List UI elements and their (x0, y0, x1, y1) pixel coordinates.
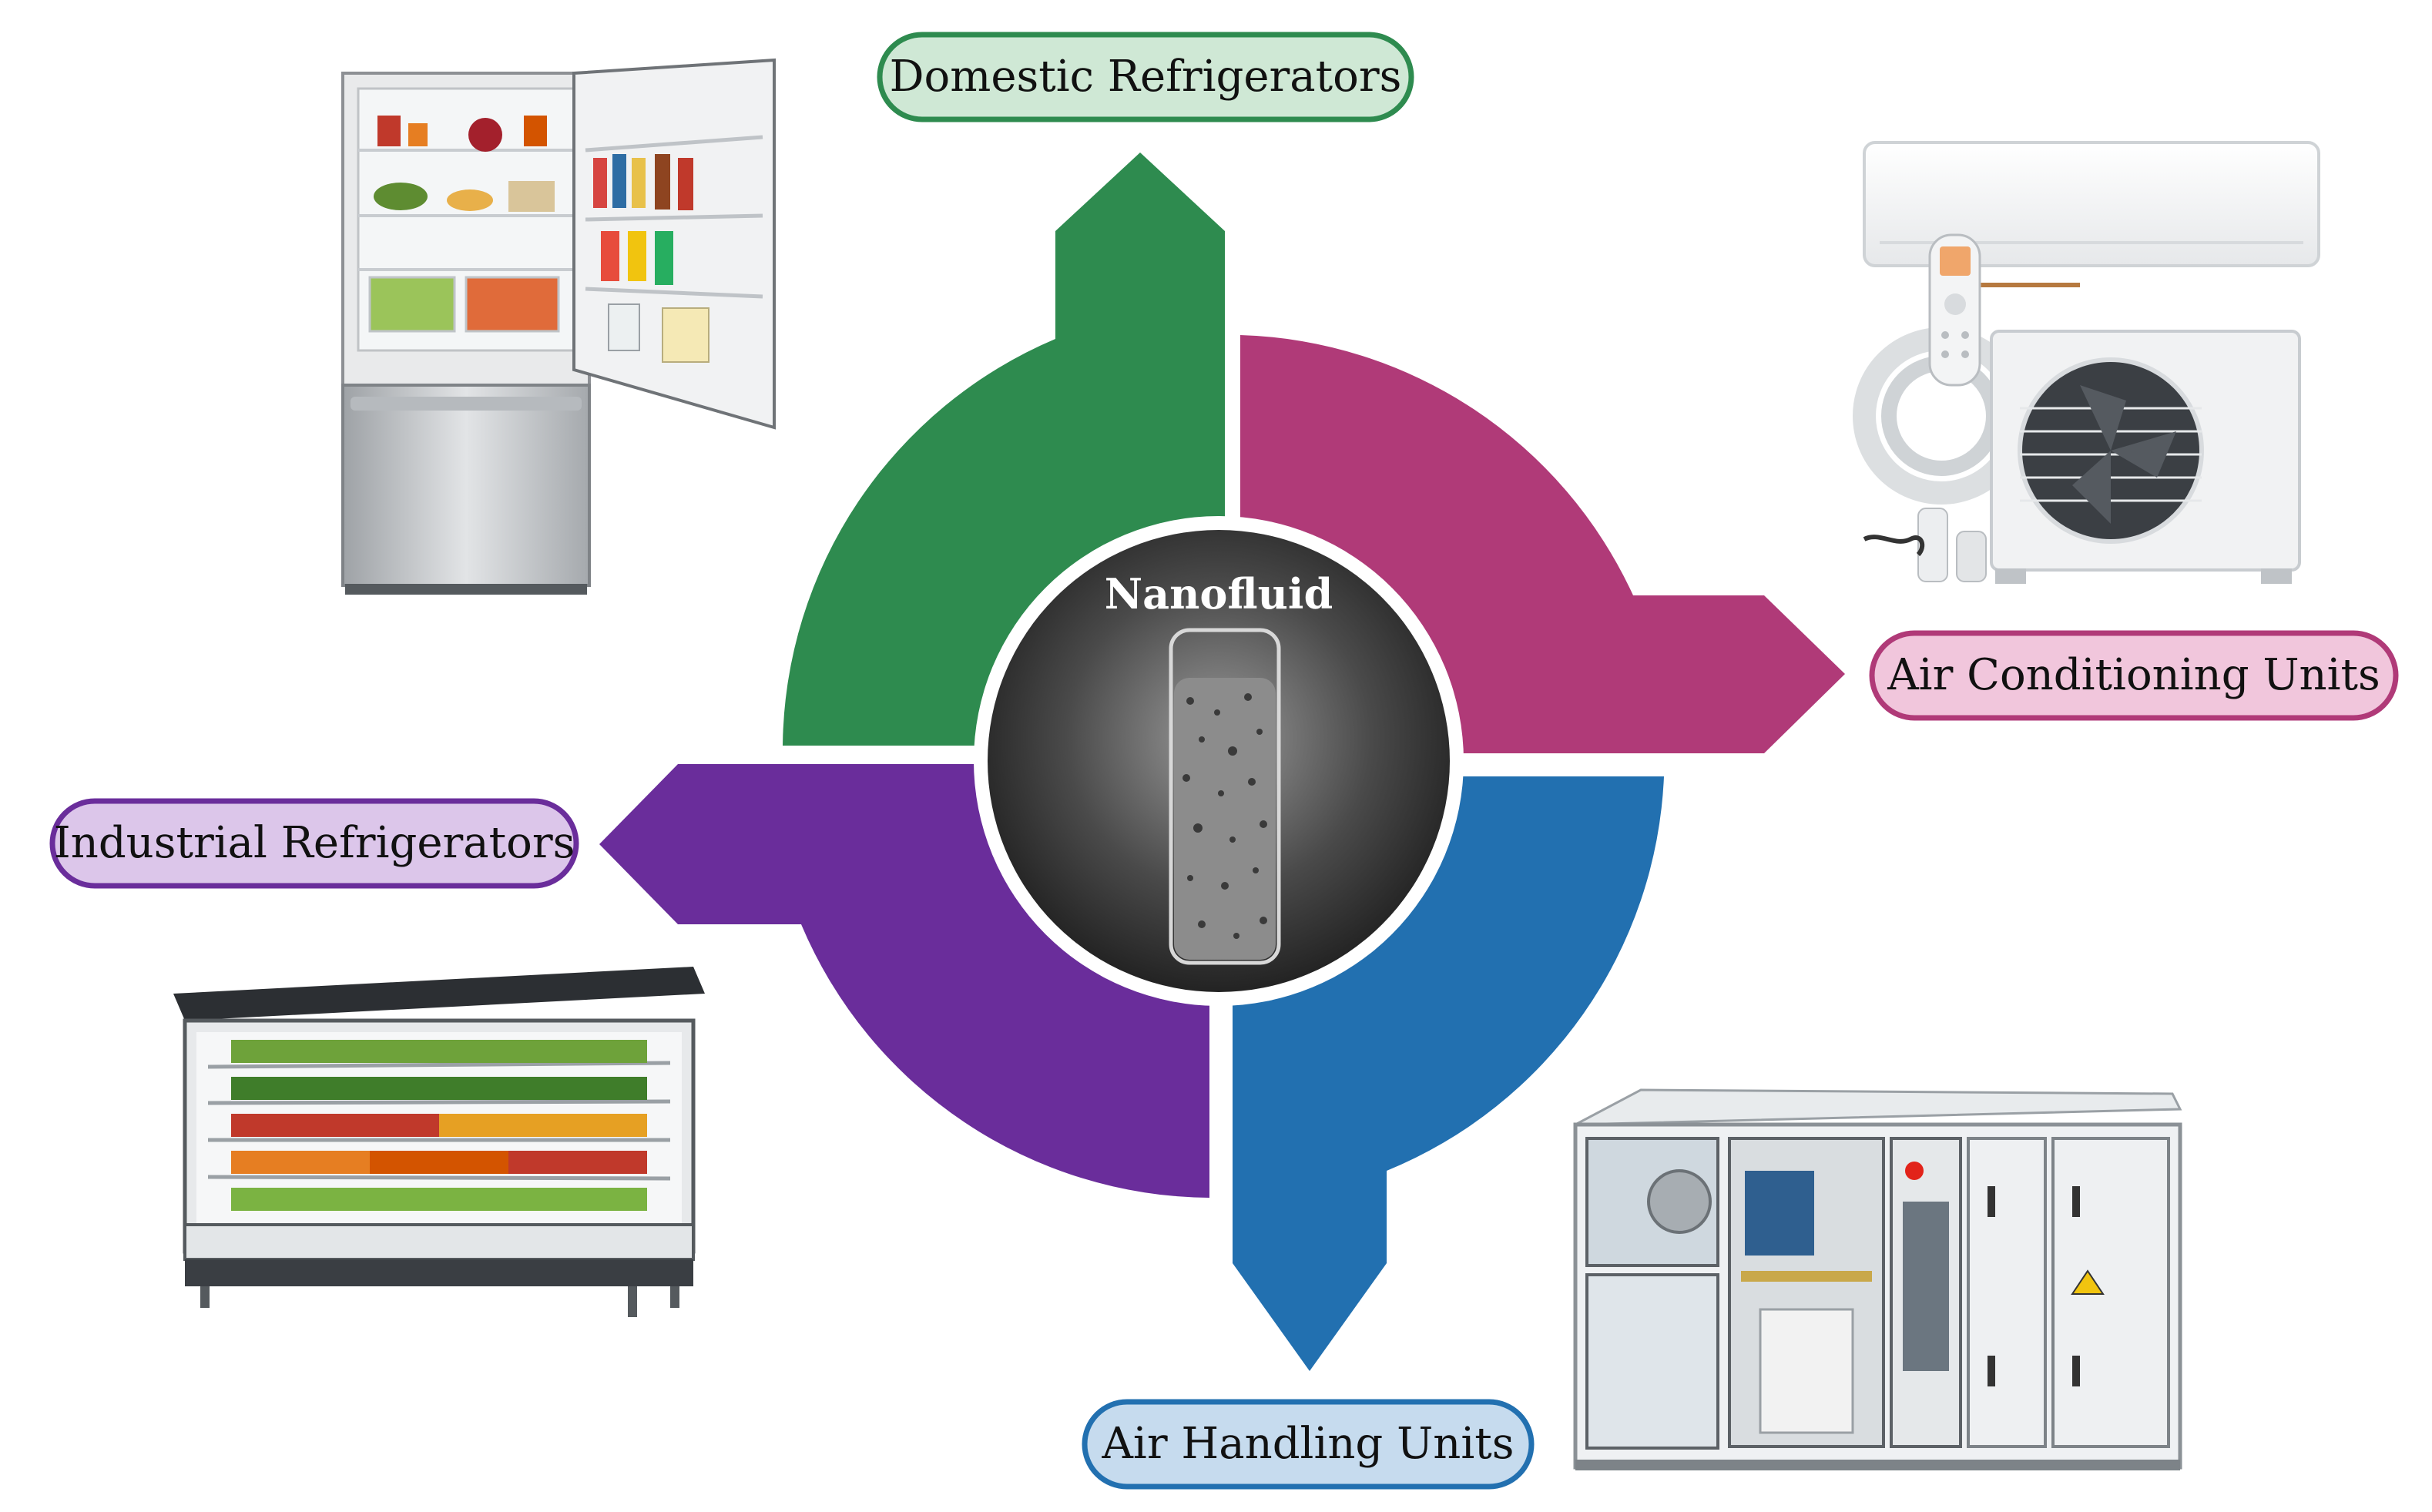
pill-industrial: Industrial Refrigerators (49, 798, 579, 889)
ac-icon (1853, 141, 2320, 584)
test-tube-icon (1169, 628, 1281, 965)
pill-air-conditioning: Air Conditioning Units (1869, 630, 2399, 721)
pill-air-handling: Air Handling Units (1082, 1399, 1535, 1490)
center-label: Nanofluid (1105, 569, 1333, 619)
domestic-label: Domestic Refrigerators (890, 52, 1402, 102)
fridge-icon (341, 58, 776, 595)
air-conditioning-label: Air Conditioning Units (1887, 650, 2380, 700)
center-node: Nanofluid (974, 516, 1464, 1006)
ahu-icon (1573, 1088, 2182, 1470)
pill-domestic: Domestic Refrigerators (877, 32, 1414, 122)
display-cooler-icon (173, 967, 705, 1317)
air-handling-label: Air Handling Units (1101, 1419, 1514, 1469)
industrial-label: Industrial Refrigerators (54, 818, 575, 868)
